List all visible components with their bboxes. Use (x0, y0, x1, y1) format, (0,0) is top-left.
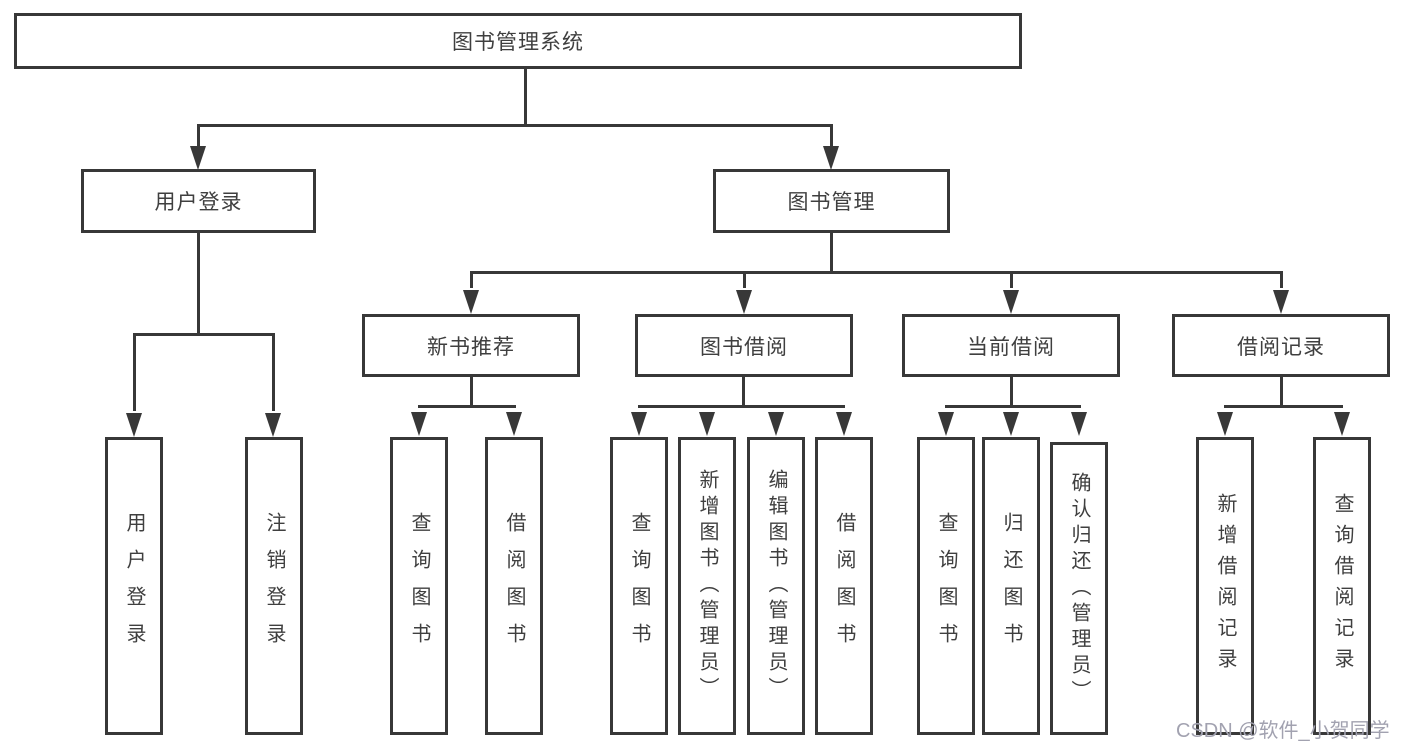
leaf-query-books-current-label: 查询图书 (935, 512, 957, 660)
node-root-label: 图书管理系统 (452, 31, 584, 54)
arrow-down-icon (265, 413, 281, 437)
connector-line (638, 405, 845, 408)
connector-line (418, 405, 516, 408)
leaf-borrow-books-recommend: 借阅图书 (485, 437, 543, 735)
leaf-query-borrow-record-label: 查询借阅记录 (1331, 493, 1353, 679)
leaf-logout-label: 注销登录 (263, 512, 285, 660)
node-new-book-recommend-label: 新书推荐 (427, 335, 515, 359)
leaf-add-borrow-record-label: 新增借阅记录 (1214, 493, 1236, 679)
arrow-down-icon (1071, 412, 1087, 436)
connector-line (1280, 271, 1283, 288)
connector-line (1280, 377, 1283, 408)
connector-line (197, 233, 200, 335)
leaf-query-books-borrow-label: 查询图书 (628, 512, 650, 660)
connector-line (197, 124, 832, 127)
arrow-down-icon (938, 412, 954, 436)
node-user-login: 用户登录 (81, 169, 316, 233)
node-user-login-label: 用户登录 (154, 191, 243, 214)
leaf-query-books-current: 查询图书 (917, 437, 975, 735)
leaf-add-borrow-record: 新增借阅记录 (1196, 437, 1254, 735)
node-book-borrow-label: 图书借阅 (700, 335, 788, 359)
node-new-book-recommend: 新书推荐 (362, 314, 580, 377)
connector-line (133, 333, 136, 411)
node-book-borrow: 图书借阅 (635, 314, 853, 377)
leaf-borrow-books-label: 借阅图书 (833, 512, 855, 660)
leaf-query-books-recommend-label: 查询图书 (408, 512, 430, 660)
leaf-borrow-books-recommend-label: 借阅图书 (503, 512, 525, 660)
arrow-down-icon (411, 412, 427, 436)
leaf-add-book-admin-label: 新增图书（管理员） (696, 469, 718, 703)
arrow-down-icon (190, 146, 206, 170)
connector-line (945, 405, 1081, 408)
connector-line (743, 271, 746, 288)
connector-line (197, 124, 200, 148)
node-borrow-records-label: 借阅记录 (1237, 335, 1325, 359)
leaf-confirm-return-admin: 确认归还（管理员） (1050, 442, 1108, 735)
leaf-user-login: 用户登录 (105, 437, 163, 735)
connector-line (470, 271, 1283, 274)
node-book-management: 图书管理 (713, 169, 950, 233)
node-current-borrow: 当前借阅 (902, 314, 1120, 377)
leaf-return-book: 归还图书 (982, 437, 1040, 735)
leaf-edit-book-admin-label: 编辑图书（管理员） (765, 469, 787, 703)
arrow-down-icon (1217, 412, 1233, 436)
arrow-down-icon (1003, 412, 1019, 436)
node-current-borrow-label: 当前借阅 (967, 335, 1055, 359)
connector-line (272, 333, 275, 411)
connector-line (742, 377, 745, 408)
connector-line (470, 271, 473, 288)
leaf-edit-book-admin: 编辑图书（管理员） (747, 437, 805, 735)
leaf-query-books-recommend: 查询图书 (390, 437, 448, 735)
connector-line (524, 68, 527, 126)
arrow-down-icon (126, 413, 142, 437)
leaf-user-login-label: 用户登录 (123, 512, 145, 660)
csdn-watermark: CSDN @软件_小贺同学 (1176, 720, 1390, 742)
leaf-query-books-borrow: 查询图书 (610, 437, 668, 735)
node-root: 图书管理系统 (14, 13, 1022, 69)
connector-line (1010, 271, 1013, 288)
node-book-management-label: 图书管理 (787, 191, 876, 214)
arrow-down-icon (463, 290, 479, 314)
arrow-down-icon (631, 412, 647, 436)
connector-line (470, 377, 473, 408)
arrow-down-icon (736, 290, 752, 314)
arrow-down-icon (699, 412, 715, 436)
arrow-down-icon (1334, 412, 1350, 436)
leaf-logout: 注销登录 (245, 437, 303, 735)
leaf-return-book-label: 归还图书 (1000, 512, 1022, 660)
node-borrow-records: 借阅记录 (1172, 314, 1390, 377)
arrow-down-icon (506, 412, 522, 436)
connector-line (830, 124, 833, 148)
arrow-down-icon (768, 412, 784, 436)
connector-line (133, 333, 275, 336)
arrow-down-icon (1273, 290, 1289, 314)
arrow-down-icon (1003, 290, 1019, 314)
leaf-borrow-books: 借阅图书 (815, 437, 873, 735)
arrow-down-icon (823, 146, 839, 170)
leaf-confirm-return-admin-label: 确认归还（管理员） (1068, 471, 1090, 706)
leaf-query-borrow-record: 查询借阅记录 (1313, 437, 1371, 735)
connector-line (830, 233, 833, 274)
arrow-down-icon (836, 412, 852, 436)
connector-line (1224, 405, 1343, 408)
connector-line (1010, 377, 1013, 408)
leaf-add-book-admin: 新增图书（管理员） (678, 437, 736, 735)
